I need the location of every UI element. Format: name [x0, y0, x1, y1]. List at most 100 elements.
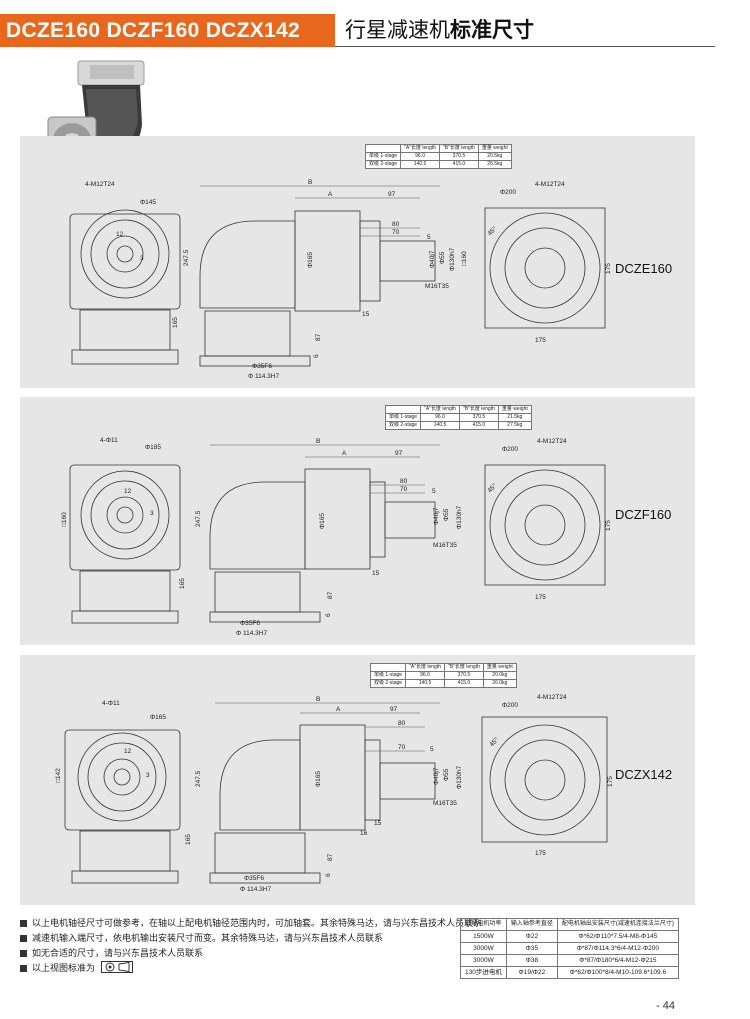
dim-label: Φ165: [307, 252, 314, 268]
spec-cell: 双级 2-stage: [364, 160, 402, 169]
dim-label: 15: [374, 820, 382, 827]
panel-dcze160: "A"长度 length "B"长度 length 重量 weight 单级 1…: [20, 136, 695, 388]
spec-cell: 双级 2-stage: [369, 679, 407, 688]
dim-label: Φ165: [315, 771, 322, 787]
motor-cell: Φ19/Φ22: [505, 966, 558, 979]
dim-label: 175: [605, 520, 612, 531]
motor-cell: Φ*87/Φ114.3*6/4-M12-Φ200: [556, 942, 679, 955]
panel-dczf160: "A"长度 length "B"长度 length 重量 weight 单级 1…: [20, 397, 695, 645]
dim-label: 15: [372, 570, 380, 577]
dim-label: 70: [400, 486, 408, 493]
dim-label: Φ 114.3H7: [240, 886, 271, 893]
dim-label: Φ185: [145, 444, 161, 451]
spec-table-dczx: "A"长度 length "B"长度 length 重量 weight 单级 1…: [369, 663, 517, 688]
dim-label: Φ130h7: [449, 247, 456, 271]
dim-label: 3: [140, 255, 144, 262]
dim-label: 97: [388, 191, 396, 198]
dim-label: Φ40j7: [433, 767, 440, 785]
dim-label: B: [316, 438, 320, 445]
bullet-square-icon: [20, 965, 27, 972]
dim-label: 5: [430, 746, 434, 753]
dim-label: 4-M12T24: [85, 181, 115, 188]
dim-label: A: [342, 450, 347, 457]
dim-label: Φ 114.3H7: [248, 373, 279, 380]
note-item: 如无合适的尺寸，请与兴东昌技术人员联系: [20, 946, 450, 961]
dim-label: Φ40j7: [429, 250, 436, 268]
dim-label: 6: [313, 354, 320, 358]
dim-label: 4-M12T24: [535, 181, 565, 188]
motor-header: 输入轴参考直径: [505, 918, 558, 931]
dim-label: M16T35: [433, 800, 457, 807]
dim-label: 175: [535, 850, 546, 857]
dim-label: 12: [124, 748, 132, 755]
dim-label: Φ165: [150, 714, 166, 721]
dim-label: 175: [535, 337, 546, 344]
dim-label: Φ55: [443, 508, 450, 521]
spec-cell: 415.0: [438, 160, 479, 169]
header-models: DCZE160 DCZF160 DCZX142: [6, 19, 300, 42]
note-text: 如无合适的尺寸，请与兴东昌技术人员联系: [32, 948, 204, 958]
dim-label: Φ35F6: [252, 363, 272, 370]
dim-label: 3: [146, 772, 150, 779]
note-item: 减速机输入端尺寸，依电机输出安装尺寸而变。其余特殊马达，请与兴东昌技术人员联系: [20, 931, 450, 946]
motor-cell: Φ*62/Φ110*7.5/4-M8-Φ145: [556, 930, 679, 943]
header-bar: DCZE160 DCZF160 DCZX142: [0, 14, 335, 47]
dim-label: 6: [325, 613, 332, 617]
bullet-square-icon: [20, 935, 27, 942]
spec-cell: 27.5kg: [497, 421, 532, 430]
dim-label: 4-M12T24: [537, 438, 567, 445]
spec-cell: 415.0: [443, 679, 484, 688]
motor-cell: 3000W: [460, 954, 507, 967]
dim-label: □160: [461, 251, 468, 266]
dim-label: 247.5: [195, 770, 202, 787]
spec-table-dcze: "A"长度 length "B"长度 length 重量 weight 单级 1…: [364, 144, 512, 169]
dim-label: 175: [605, 263, 612, 274]
dim-label: 3: [150, 510, 154, 517]
dim-label: 80: [392, 221, 400, 228]
motor-cell: 3000W: [460, 942, 507, 955]
spec-cell: 双级 2-stage: [384, 421, 422, 430]
dim-label: 12: [116, 231, 124, 238]
dim-label: 15: [362, 311, 370, 318]
dim-label: Φ40j7: [433, 507, 440, 525]
dim-label: 87: [327, 853, 334, 861]
dim-label: Φ165: [319, 513, 326, 529]
motor-cell: Φ38: [505, 954, 558, 967]
spec-cell: 26.0kg: [482, 679, 517, 688]
model-label-dczx142: DCZX142: [615, 767, 672, 782]
note-item: 以上视图标准为: [20, 961, 450, 976]
dim-label: 87: [327, 591, 334, 599]
header-rule: [335, 46, 715, 47]
dim-label: Φ55: [439, 251, 446, 264]
dim-label: Φ130h7: [456, 765, 463, 789]
motor-cell: Φ*87/Φ180*6/4-M12-Φ215: [556, 954, 679, 967]
dim-label: Φ200: [500, 189, 516, 196]
motor-cell: 130步进电机: [460, 966, 507, 979]
dim-label: A: [328, 191, 333, 198]
dim-label: 247.5: [183, 249, 190, 266]
dim-label: M16T35: [425, 283, 449, 290]
dim-label: 4-M12T24: [537, 694, 567, 701]
dim-label: B: [308, 179, 312, 186]
dim-label: 12: [124, 488, 132, 495]
spec-cell: 26.5kg: [477, 160, 512, 169]
dim-label: Φ55: [443, 768, 450, 781]
dim-label: 165: [172, 317, 179, 328]
dim-label: 175: [535, 594, 546, 601]
note-text: 以上电机轴径尺寸可做参考，在轴以上配电机轴径范围内时，可加轴套。其余特殊马达，请…: [32, 918, 483, 928]
header-subtitle: 行星减速机标准尺寸: [345, 14, 534, 47]
dim-label: 5: [432, 488, 436, 495]
dim-label: A: [336, 706, 341, 713]
dim-label: Φ130h7: [456, 505, 463, 529]
drawing-dczf160: 4-Φ11 Φ185 □160 12 3 247.5 165 B A 97 80…: [61, 437, 671, 637]
notes: 以上电机轴径尺寸可做参考，在轴以上配电机轴径范围内时，可加轴套。其余特殊马达，请…: [20, 916, 482, 976]
dim-label: 165: [179, 578, 186, 589]
note-text: 减速机输入端尺寸，依电机输出安装尺寸而变。其余特殊马达，请与兴东昌技术人员联系: [32, 933, 384, 943]
dim-label: 97: [395, 450, 403, 457]
dim-label: 165: [185, 834, 192, 845]
dim-label: 175: [607, 776, 614, 787]
dim-label: 97: [390, 706, 398, 713]
dim-label: B: [316, 696, 320, 703]
dim-label: Φ35F6: [240, 620, 260, 627]
note-text: 以上视图标准为: [32, 963, 96, 973]
